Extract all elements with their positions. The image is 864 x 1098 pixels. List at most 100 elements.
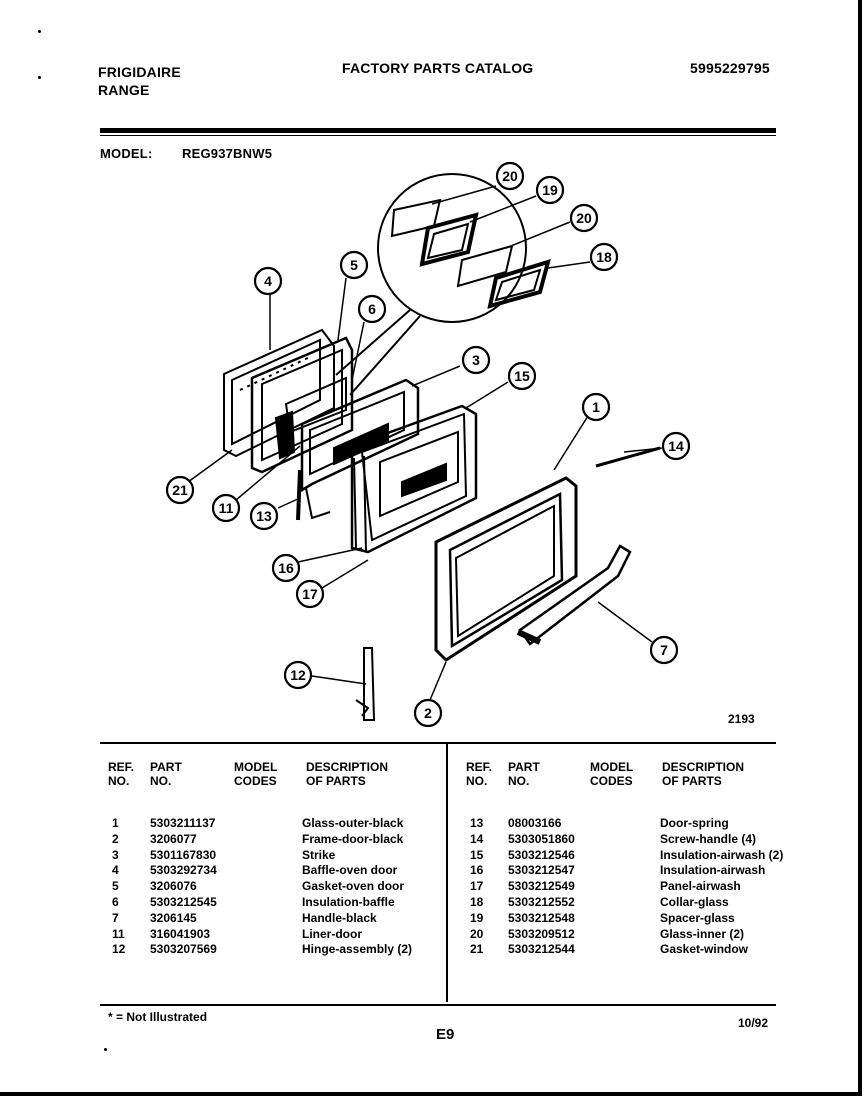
part-number-cell: 5303212549: [508, 879, 575, 894]
description-cell: Panel-airwash: [660, 879, 741, 894]
col-model: MODEL CODES: [234, 760, 278, 788]
table-row: 5 3206076 Gasket-oven door: [100, 879, 430, 894]
callout-number: 14: [668, 438, 684, 454]
part-number-cell: 5303212546: [508, 847, 575, 862]
description-cell: Strike: [302, 847, 336, 862]
part-number-cell: 3206077: [150, 831, 197, 846]
col-desc: DESCRIPTION OF PARTS: [306, 760, 389, 788]
callout-number: 3: [472, 352, 480, 368]
part-number-cell: 3206076: [150, 879, 197, 894]
door-spring: [296, 469, 302, 521]
description-cell: Hinge-assembly (2): [302, 942, 413, 957]
part-number-cell: 5303211137: [150, 816, 216, 830]
part-number-cell: 5301167830: [150, 847, 217, 862]
description-cell: Frame-door-black: [302, 831, 404, 846]
part-number-cell: 5303212552: [508, 895, 575, 909]
ref-cell: 1: [112, 816, 119, 830]
col-desc-right: DESCRIPTION OF PARTS: [662, 760, 745, 788]
ref-cell: 3: [112, 847, 119, 862]
col-part: PART NO.: [150, 760, 182, 788]
table-row: 3 5301167830 Strike: [100, 848, 430, 863]
ref-cell: 18: [470, 895, 484, 909]
part-number-cell: 5303207569: [150, 942, 217, 957]
detail-magnifier-circle: [377, 173, 527, 323]
ref-cell: 15: [470, 847, 484, 862]
ref-cell: 12: [112, 942, 126, 957]
part-number-cell: 5303212544: [508, 942, 575, 957]
revision-date: 10/92: [738, 1016, 769, 1030]
callout-number: 2: [424, 705, 432, 721]
panel-airwash: [350, 404, 478, 554]
scan-speck: [104, 1048, 107, 1051]
baffle-oven-door: [223, 328, 335, 458]
glass-inner-lower: [456, 244, 514, 288]
callout-number: 17: [302, 586, 318, 602]
brand-name: FRIGIDAIRE: [98, 64, 181, 80]
callout-number: 15: [514, 368, 530, 384]
callout-number: 5: [350, 257, 358, 273]
description-cell: Insulation-baffle: [302, 895, 395, 909]
table-row: 17 5303212549 Panel-airwash: [458, 879, 788, 894]
scan-speck: [38, 76, 41, 79]
col-part-right: PART NO.: [508, 760, 540, 788]
callout-number: 6: [368, 301, 376, 317]
col-model-right: MODEL CODES: [590, 760, 634, 788]
callout-number: 13: [256, 508, 272, 524]
part-number-cell: 316041903: [150, 926, 211, 941]
description-cell: Gasket-oven door: [302, 879, 405, 894]
callout-number: 11: [219, 500, 234, 516]
handle-black: [516, 544, 632, 646]
ref-cell: 13: [470, 816, 484, 830]
callout-number: 21: [172, 482, 188, 498]
description-cell: Gasket-window: [660, 942, 749, 957]
part-number-cell: 5303209512: [508, 926, 575, 941]
collar-glass: [487, 259, 551, 309]
table-row: 2 3206077 Frame-door-black: [100, 832, 430, 847]
ref-cell: 16: [470, 863, 484, 878]
table-row: 11 316041903 Liner-door: [100, 927, 430, 942]
callout-number: 16: [278, 560, 294, 576]
ref-cell: 6: [112, 895, 119, 909]
ref-cell: 5: [112, 879, 119, 894]
table-row: 12 5303207569 Hinge-assembly (2): [100, 942, 430, 957]
callout-number: 19: [542, 182, 558, 198]
figure-number: 2193: [728, 712, 755, 726]
callout-number: 18: [596, 249, 612, 265]
description-cell: Screw-handle (4): [660, 831, 757, 846]
ref-cell: 11: [112, 926, 125, 941]
gasket-oven-door: [250, 336, 354, 474]
callout-number: 7: [660, 642, 668, 658]
header-rule-thick: [100, 128, 776, 133]
parts-table: REF. NO. PART NO. MODEL CODES DESCRIPTIO…: [100, 742, 783, 1006]
callout-group: [165, 161, 691, 728]
callout-number: 20: [576, 210, 592, 226]
part-number-cell: 5303212547: [508, 863, 575, 878]
callout-number: 1: [592, 399, 600, 415]
spacer-glass: [419, 212, 479, 267]
ref-cell: 17: [470, 879, 484, 894]
description-cell: Door-spring: [660, 816, 729, 830]
description-cell: Baffle-oven door: [302, 863, 398, 878]
callout-number: 12: [290, 667, 306, 683]
ref-cell: 7: [112, 910, 119, 925]
description-cell: Liner-door: [302, 926, 362, 941]
frame-door-black: [434, 476, 578, 662]
ref-cell: 2: [112, 831, 119, 846]
description-cell: Insulation-airwash (2): [660, 847, 784, 862]
glass-inner-top: [390, 198, 442, 238]
ref-cell: 19: [470, 910, 484, 925]
product-type: RANGE: [98, 82, 150, 98]
footnote: * = Not Illustrated: [108, 1010, 208, 1024]
